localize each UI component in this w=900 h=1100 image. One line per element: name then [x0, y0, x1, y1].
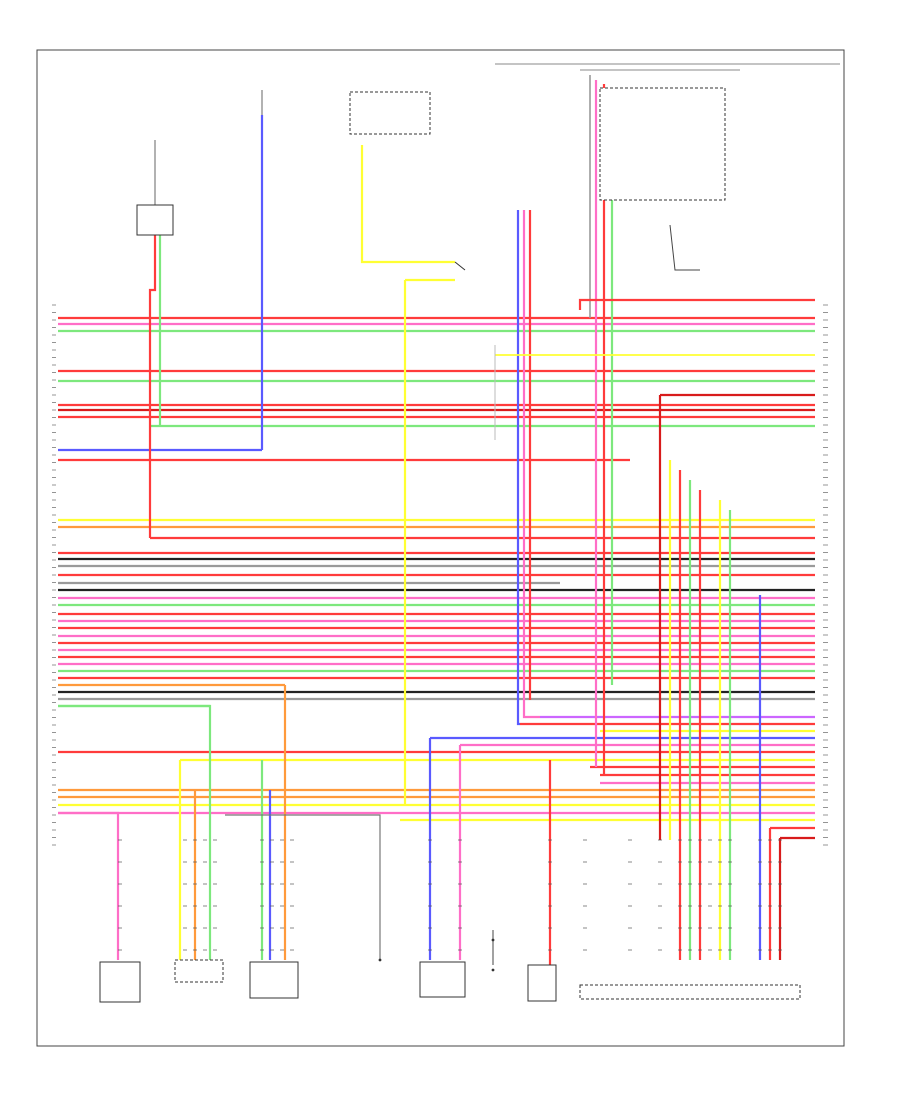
relay-switch-box — [349, 91, 431, 135]
ground-pin-dot — [491, 968, 495, 972]
bottom-sensor — [419, 961, 466, 998]
wire-pink-long — [522, 210, 540, 719]
wire-black-short — [669, 224, 700, 271]
relay-box — [136, 204, 174, 236]
component-layer — [52, 63, 840, 1003]
wire-pink-drop — [58, 811, 120, 960]
wire-blue-long — [516, 210, 520, 726]
wire-red-vertical — [148, 235, 157, 538]
bottom-module — [527, 964, 557, 1002]
bottom-blower-2 — [249, 961, 299, 999]
bottom-control-1 — [99, 961, 141, 1003]
bottom-main-connector — [579, 984, 801, 1000]
wire-yellow-run — [360, 145, 455, 264]
ground-pin-dot — [491, 938, 495, 942]
wire-layer — [58, 75, 815, 965]
top-right-connector — [599, 87, 726, 201]
wire-green-drop-bottom — [58, 704, 212, 960]
ground-pin-dot — [378, 958, 382, 962]
bottom-blower-1 — [174, 959, 224, 983]
switch-contact — [454, 261, 466, 271]
wire-gray-drop — [225, 814, 381, 960]
wire-red-top — [578, 298, 815, 310]
